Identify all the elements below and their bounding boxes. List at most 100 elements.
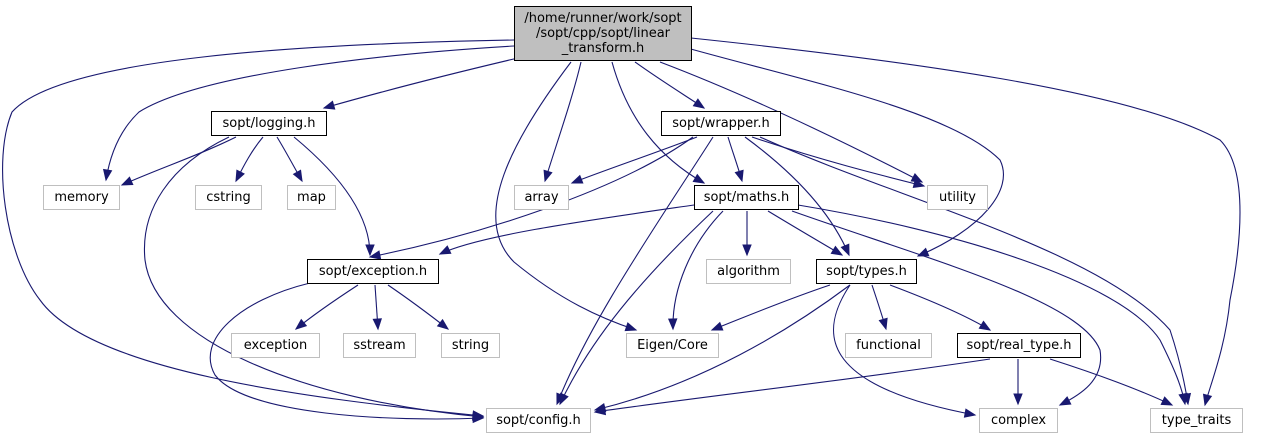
edge-line: [791, 210, 1102, 406]
node-box: [307, 259, 439, 284]
node-exception[interactable]: sopt/exception.h: [307, 259, 439, 284]
edge-wrapper-to-utility: [751, 136, 926, 189]
node-box: [957, 333, 1081, 358]
node-logging[interactable]: sopt/logging.h: [211, 111, 327, 136]
edge-line: [544, 61, 582, 182]
node-root[interactable]: /home/runner/work/sopt/sopt/cpp/sopt/lin…: [514, 6, 692, 61]
node-label: complex: [991, 413, 1046, 428]
arrowhead: [734, 169, 744, 183]
node-label: string: [452, 338, 489, 353]
arrowhead: [692, 173, 706, 184]
arrowhead: [368, 250, 382, 260]
node-label: sopt/maths.h: [704, 190, 790, 205]
node-exceptionstd: exception: [231, 333, 320, 358]
node-box: [979, 408, 1058, 433]
edge-line: [833, 284, 976, 416]
arrowhead: [1058, 396, 1072, 406]
node-label: memory: [54, 190, 109, 205]
node-wrapper[interactable]: sopt/wrapper.h: [661, 111, 781, 136]
edge-line: [209, 282, 484, 420]
node-array: array: [514, 185, 569, 210]
edge-logging-to-cstring: [235, 136, 264, 183]
arrowhead: [559, 392, 569, 406]
node-box: [441, 333, 500, 358]
edge-line: [767, 210, 843, 256]
edge-wrapper-to-array: [570, 136, 698, 184]
edge-root-to-array: [543, 61, 582, 183]
node-map: map: [287, 185, 336, 210]
edge-line: [293, 136, 371, 256]
edge-line: [439, 204, 695, 255]
arrowhead: [963, 408, 977, 418]
edge-logging-to-exception: [293, 136, 375, 257]
arrowhead: [912, 178, 926, 189]
node-label: sopt/config.h: [496, 413, 581, 428]
node-cstring: cstring: [195, 185, 262, 210]
node-label: sopt/logging.h: [223, 116, 316, 131]
node-string: string: [441, 333, 500, 358]
node-label: Eigen/Core: [637, 338, 708, 353]
edge-maths-to-config: [559, 210, 714, 406]
edges-layer: [2, 37, 1241, 424]
edge-line: [295, 284, 359, 330]
arrowhead: [292, 169, 303, 183]
node-label: map: [297, 190, 326, 205]
edge-root-to-memory: [102, 45, 515, 182]
edge-root-to-types: [679, 45, 1005, 257]
edge-types-to-functional: [871, 284, 888, 331]
node-types[interactable]: sopt/types.h: [816, 259, 917, 284]
edge-types-to-realtype: [889, 284, 992, 331]
edge-exception-to-exceptionstd: [294, 284, 359, 330]
edge-root-to-wrapper: [634, 61, 706, 109]
arrowhead: [1178, 392, 1188, 406]
node-label: /sopt/cpp/sopt/linear: [536, 26, 671, 41]
node-box: [211, 111, 327, 136]
node-label: sopt/real_type.h: [966, 338, 1071, 353]
edge-line: [797, 204, 1186, 405]
edge-types-to-eigen: [710, 284, 831, 331]
edge-maths-to-eigen: [667, 210, 724, 331]
node-label: type_traits: [1162, 413, 1232, 428]
edge-logging-to-memory: [120, 136, 237, 186]
node-typetraits: type_traits: [1150, 408, 1243, 433]
node-maths[interactable]: sopt/maths.h: [694, 185, 799, 210]
edge-line: [711, 284, 831, 331]
arrowhead: [438, 245, 452, 255]
edge-root-to-utility: [659, 61, 924, 183]
node-box: [626, 333, 719, 358]
node-box: [816, 259, 917, 284]
node-realtype[interactable]: sopt/real_type.h: [957, 333, 1081, 358]
node-label: array: [524, 190, 558, 205]
arrowhead: [878, 317, 888, 331]
node-label: sopt/exception.h: [319, 264, 427, 279]
node-label: _transform.h: [561, 41, 645, 56]
edge-line: [679, 45, 1005, 257]
arrowhead: [1013, 393, 1023, 406]
arrowhead: [593, 405, 607, 416]
arrowhead: [120, 176, 134, 186]
node-label: functional: [856, 338, 921, 353]
arrowhead: [102, 168, 113, 182]
edge-line: [594, 358, 991, 413]
arrowhead: [692, 98, 706, 109]
edge-line: [690, 37, 1241, 406]
node-box: [343, 333, 416, 358]
edge-line: [571, 136, 698, 184]
edge-line: [759, 136, 1189, 405]
arrowhead: [667, 318, 678, 331]
arrowhead: [322, 100, 336, 110]
node-box: [694, 185, 799, 210]
edge-maths-to-types: [767, 210, 844, 256]
arrowhead: [372, 318, 382, 331]
edge-realtype-to-complex: [1013, 358, 1023, 406]
arrowhead: [1160, 396, 1174, 406]
node-label: sopt/wrapper.h: [672, 116, 769, 131]
node-box: [231, 333, 320, 358]
nodes-layer: /home/runner/work/sopt/sopt/cpp/sopt/lin…: [43, 6, 1243, 433]
edge-line: [495, 61, 637, 331]
node-box: [706, 259, 791, 284]
edge-line: [634, 61, 705, 109]
edge-realtype-to-typetraits: [1049, 358, 1174, 406]
edge-realtype-to-config: [593, 358, 991, 416]
edge-line: [744, 136, 850, 256]
